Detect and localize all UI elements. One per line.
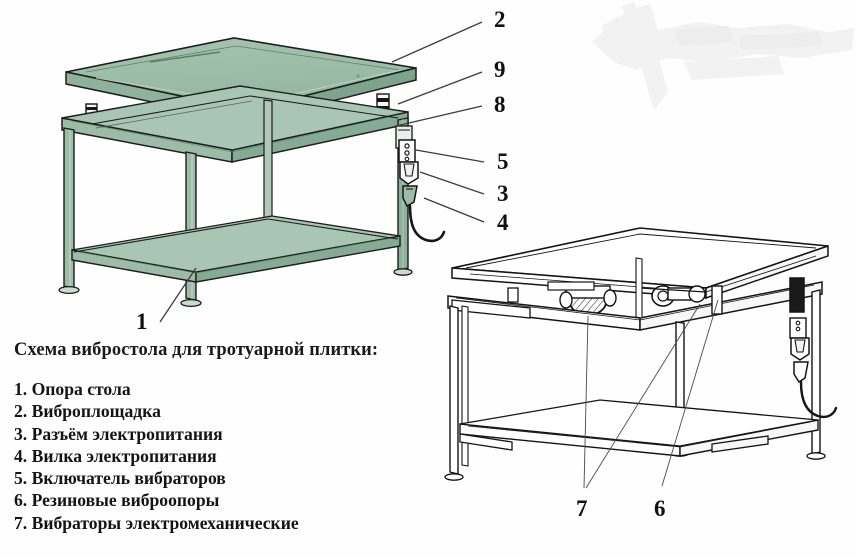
callout-8: 8	[494, 92, 506, 117]
upper-frame-lineart	[447, 277, 823, 331]
legend-item-5: 5. Включатель вибраторов	[14, 468, 226, 489]
electrical-assembly-lineart	[789, 317, 838, 419]
power-socket	[399, 161, 419, 185]
callout-4: 4	[497, 210, 509, 235]
power-plug	[402, 185, 418, 208]
legend-item-2: 2. Виброплощадка	[14, 401, 161, 422]
legend-list: 1. Опора стола 2. Виброплощадка 3. Разъё…	[14, 378, 299, 534]
legend-item-1: 1. Опора стола	[14, 379, 131, 399]
legend-item-6: 6. Резиновые виброопоры	[14, 490, 220, 511]
leader-lines-left	[159, 21, 485, 323]
page-title: Схема вибростола для тротуарной плитки:	[14, 340, 379, 360]
lower-frame-lineart	[459, 399, 819, 457]
callout-9: 9	[494, 57, 506, 82]
electromechanical-vibrators	[547, 281, 707, 316]
callout-3: 3	[497, 181, 509, 206]
lower-frame	[71, 215, 401, 283]
callout-6: 6	[654, 496, 666, 521]
legend-item-7: 7. Вибраторы электромеханические	[14, 512, 299, 533]
leader-lines-right	[583, 299, 719, 489]
callout-2: 2	[494, 7, 506, 32]
callout-7: 7	[576, 496, 588, 521]
callout-5: 5	[497, 149, 509, 174]
legend-item-3: 3. Разъём электропитания	[14, 423, 223, 444]
legend-item-4: 4. Вилка электропитания	[14, 445, 217, 466]
callout-1: 1	[136, 309, 148, 334]
electrical-assembly	[395, 125, 446, 243]
